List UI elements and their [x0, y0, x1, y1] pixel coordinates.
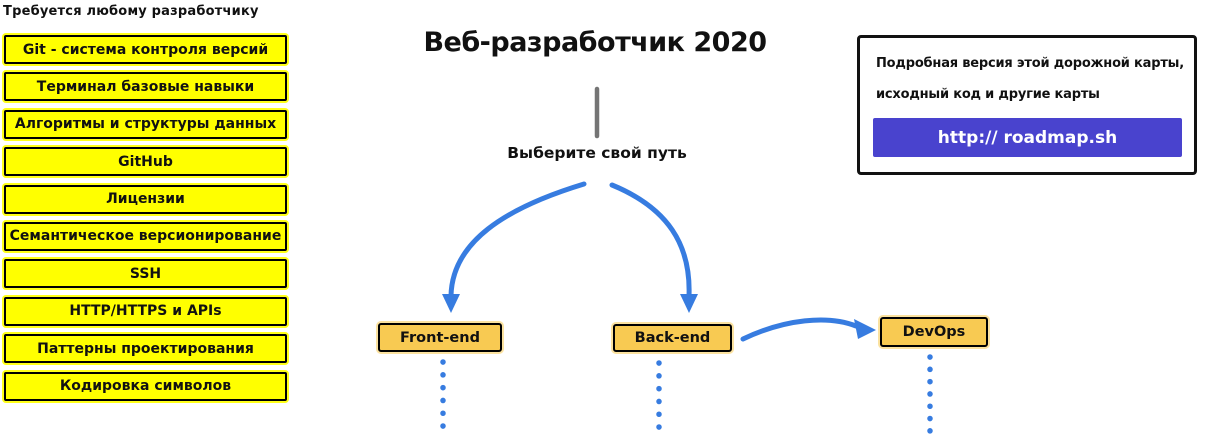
arrow-to-frontend	[448, 181, 587, 299]
skill-box-licenses: Лицензии	[4, 184, 287, 214]
arrowhead-frontend-icon	[442, 294, 460, 313]
choose-path-label: Выберите свой путь	[507, 144, 687, 162]
arrow-to-devops	[740, 317, 859, 342]
path-box-devops[interactable]: DevOps	[880, 317, 988, 347]
common-skills-list: Git - система контроля версий Терминал б…	[4, 35, 287, 401]
info-box-line1: Подробная версия этой дорожной карты,	[876, 56, 1184, 71]
skill-box-algorithms: Алгоритмы и структуры данных	[4, 109, 287, 139]
roadmap-url-button[interactable]: http:// roadmap.sh	[873, 118, 1182, 157]
skill-box-semver: Семантическое версионирование	[4, 221, 287, 251]
arrowhead-backend-icon	[680, 294, 698, 313]
sidebar-note: Требуется любому разработчику	[3, 4, 259, 19]
info-box: Подробная версия этой дорожной карты, ис…	[857, 35, 1197, 175]
path-box-frontend[interactable]: Front-end	[378, 323, 502, 352]
page-title: Веб-разработчик 2020	[423, 27, 767, 58]
path-box-backend[interactable]: Back-end	[613, 324, 732, 352]
skill-box-encoding: Кодировка символов	[4, 371, 287, 401]
skill-box-ssh: SSH	[4, 259, 287, 289]
skill-box-http-apis: HTTP/HTTPS и APIs	[4, 296, 287, 326]
skill-box-github: GitHub	[4, 147, 287, 177]
skill-box-terminal: Терминал базовые навыки	[4, 72, 287, 102]
skill-box-git: Git - система контроля версий	[4, 35, 287, 64]
arrowhead-devops-icon	[854, 319, 876, 339]
skill-box-patterns: Паттерны проектирования	[4, 334, 287, 364]
arrow-to-backend	[609, 182, 692, 299]
info-box-line2: исходный код и другие карты	[876, 87, 1100, 102]
